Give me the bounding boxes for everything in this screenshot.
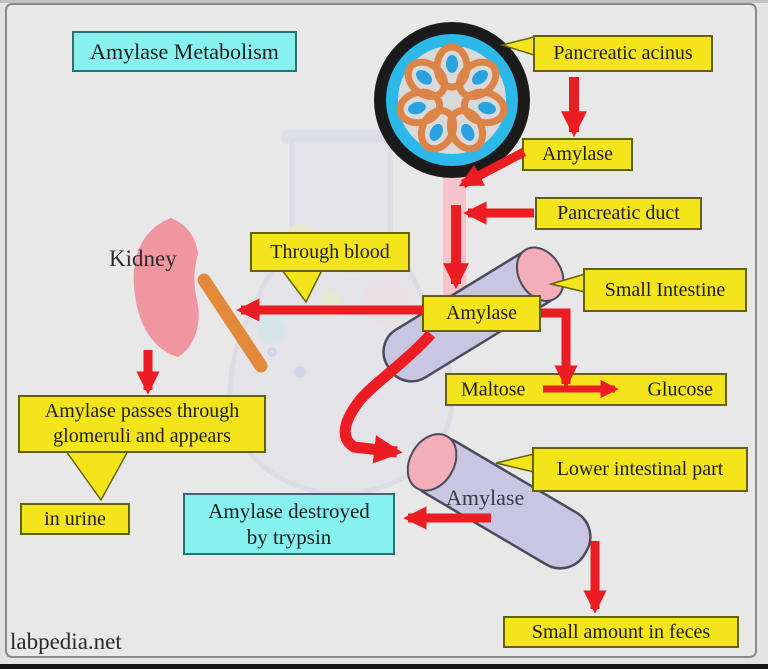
through-blood-label: Through blood — [250, 232, 410, 272]
acinus-cells — [396, 43, 508, 153]
amylase-lower-label: Amylase — [446, 485, 525, 510]
small-intestine-text: Small Intestine — [604, 278, 726, 301]
ureter-shape — [197, 273, 268, 373]
through-blood-text: Through blood — [270, 240, 390, 263]
amylase-destroyed-line1: Amylase destroyed — [208, 498, 370, 523]
amylase-mid-label: Amylase — [422, 295, 541, 332]
amylase-mid-text: Amylase — [445, 302, 518, 324]
maltose-glucose-box: Maltose Glucose — [445, 373, 727, 406]
maltose-text: Maltose — [461, 378, 526, 400]
glomeruli-text-line2: glomeruli and appears — [53, 425, 231, 447]
arrow-amylase-to-duct — [458, 148, 527, 188]
pancreatic-acinus-text: Pancreatic acinus — [553, 42, 693, 64]
in-urine-label: in urine — [20, 503, 130, 535]
small-intestine-label: Small Intestine — [583, 268, 747, 312]
lower-intestinal-label: Lower intestinal part — [532, 447, 748, 492]
pancreatic-acinus-label: Pancreatic acinus — [533, 35, 713, 72]
arrow-amylase-to-maltose — [541, 308, 578, 389]
in-urine-text: in urine — [44, 507, 106, 530]
amylase-destroyed-label: Amylase destroyed by trypsin — [183, 493, 395, 555]
pancreatic-acinus-shape — [374, 22, 530, 178]
pancreatic-duct-label: Pancreatic duct — [535, 197, 702, 230]
callout-pointers — [64, 36, 586, 502]
top-border-strip — [0, 0, 768, 3]
site-watermark: labpedia.net — [10, 629, 122, 654]
feces-text: Small amount in feces — [531, 620, 711, 643]
amylase-top-label: Amylase — [522, 138, 633, 171]
glomeruli-text-line1: Amylase passes through — [44, 400, 240, 422]
pancreatic-duct-text: Pancreatic duct — [557, 202, 680, 224]
glomeruli-label: Amylase passes through glomeruli and app… — [18, 395, 266, 453]
amylase-destroyed-line2: by trypsin — [246, 525, 332, 549]
lower-intestinal-text: Lower intestinal part — [556, 458, 724, 480]
feces-label: Small amount in feces — [503, 616, 739, 648]
arrow-to-lower-intestine — [339, 330, 436, 464]
lower-intestine-shape — [406, 433, 592, 570]
kidney-label: Kidney — [109, 246, 177, 271]
glucose-text: Glucose — [647, 378, 713, 400]
kidney-shape — [133, 218, 199, 357]
amylase-top-text: Amylase — [541, 143, 614, 165]
title-text: Amylase Metabolism — [90, 38, 279, 64]
bottom-border-strip — [0, 664, 768, 669]
title-box: Amylase Metabolism — [72, 31, 297, 72]
